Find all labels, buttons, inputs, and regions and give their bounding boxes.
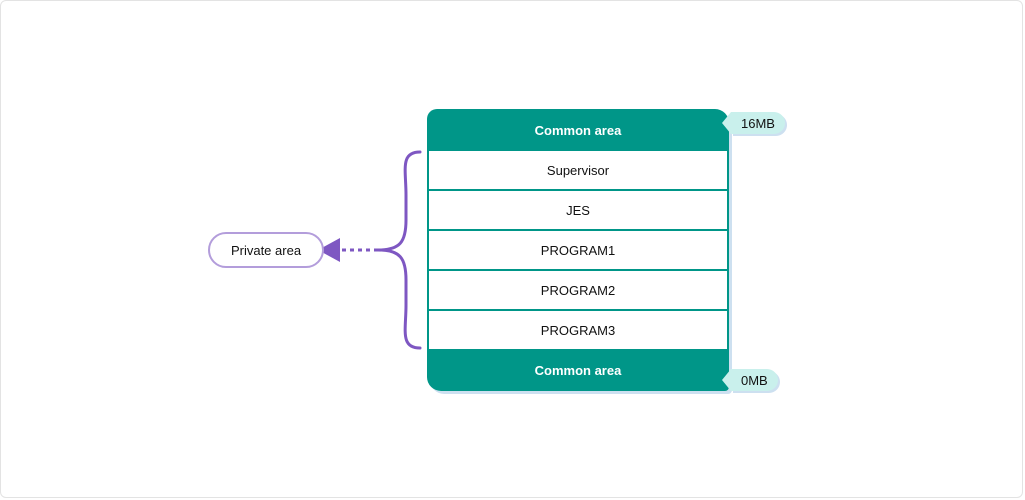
memory-row-label: PROGRAM2: [540, 282, 616, 298]
memory-stack: Common area Supervisor JES PROGRAM1 PROG…: [427, 109, 729, 391]
address-tag-top-label: 16MB: [741, 115, 775, 131]
memory-row-label: Supervisor: [546, 162, 610, 178]
memory-row-label: PROGRAM1: [540, 242, 616, 258]
memory-row-label: JES: [566, 202, 590, 218]
memory-row-program2[interactable]: PROGRAM2: [427, 271, 729, 311]
memory-row-program3[interactable]: PROGRAM3: [427, 311, 729, 351]
address-tag-bottom: 0MB: [722, 369, 778, 391]
private-area-label: Private area: [230, 242, 302, 258]
common-area-bottom[interactable]: Common area: [427, 349, 729, 391]
arrow-left-icon: [318, 238, 340, 262]
memory-row-jes[interactable]: JES: [427, 191, 729, 231]
common-area-top[interactable]: Common area: [427, 109, 729, 151]
curly-brace-icon: [377, 150, 422, 350]
address-tag-top: 16MB: [722, 112, 785, 134]
memory-row-label: PROGRAM3: [540, 322, 616, 338]
common-area-bottom-label: Common area: [534, 362, 622, 378]
private-area-node[interactable]: Private area: [208, 232, 324, 268]
common-area-top-label: Common area: [534, 122, 622, 138]
memory-row-supervisor[interactable]: Supervisor: [427, 151, 729, 191]
memory-row-program1[interactable]: PROGRAM1: [427, 231, 729, 271]
address-tag-bottom-label: 0MB: [741, 372, 768, 388]
